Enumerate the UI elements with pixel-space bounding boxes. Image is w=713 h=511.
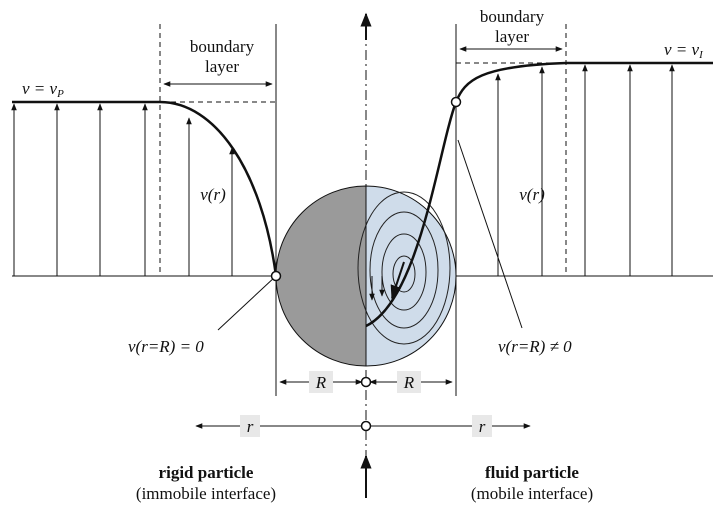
left-velocity-label: v = vP: [22, 79, 64, 100]
right-velocity-label: v = vI: [664, 40, 704, 61]
right-surface-condition: v(r=R) ≠ 0: [498, 337, 572, 356]
internal-circulation: [357, 191, 451, 345]
particle: [275, 185, 457, 367]
right-boundary-label-1: boundary: [480, 7, 545, 26]
left-surface-condition: v(r=R) = 0: [128, 337, 204, 356]
right-title: fluid particle: [485, 463, 579, 482]
radius-left-label: R: [315, 373, 327, 392]
left-profile-label: v(r): [200, 185, 226, 204]
r-right-label: r: [479, 417, 486, 436]
left-velocity-profile: [12, 100, 278, 277]
inner-flow-arrows: [369, 276, 385, 301]
left-boundary-label-2: layer: [205, 57, 239, 76]
r-right-label-bg: [472, 415, 492, 437]
radius-right-label: R: [403, 373, 415, 392]
left-title: rigid particle: [159, 463, 254, 482]
inner-flow-arrow: [390, 261, 405, 300]
right-profile-label: v(r): [519, 185, 545, 204]
right-boundary-label-2: layer: [495, 27, 529, 46]
radius-left-label-bg: [309, 371, 333, 393]
left-condition-leader: [217, 275, 277, 331]
radius-right-label-bg: [397, 371, 421, 393]
r-left-label: r: [247, 417, 254, 436]
r-left-label-bg: [240, 415, 260, 437]
left-velocity-vectors: [11, 103, 235, 276]
right-velocity-profile: [365, 61, 713, 328]
guide-lines: [275, 24, 457, 396]
right-subtitle: (mobile interface): [471, 484, 593, 503]
right-condition-leader: [457, 139, 523, 329]
left-boundary-label-1: boundary: [190, 37, 255, 56]
left-subtitle: (immobile interface): [136, 484, 276, 503]
rigid-half: [275, 185, 367, 367]
right-velocity-vectors: [495, 64, 675, 276]
